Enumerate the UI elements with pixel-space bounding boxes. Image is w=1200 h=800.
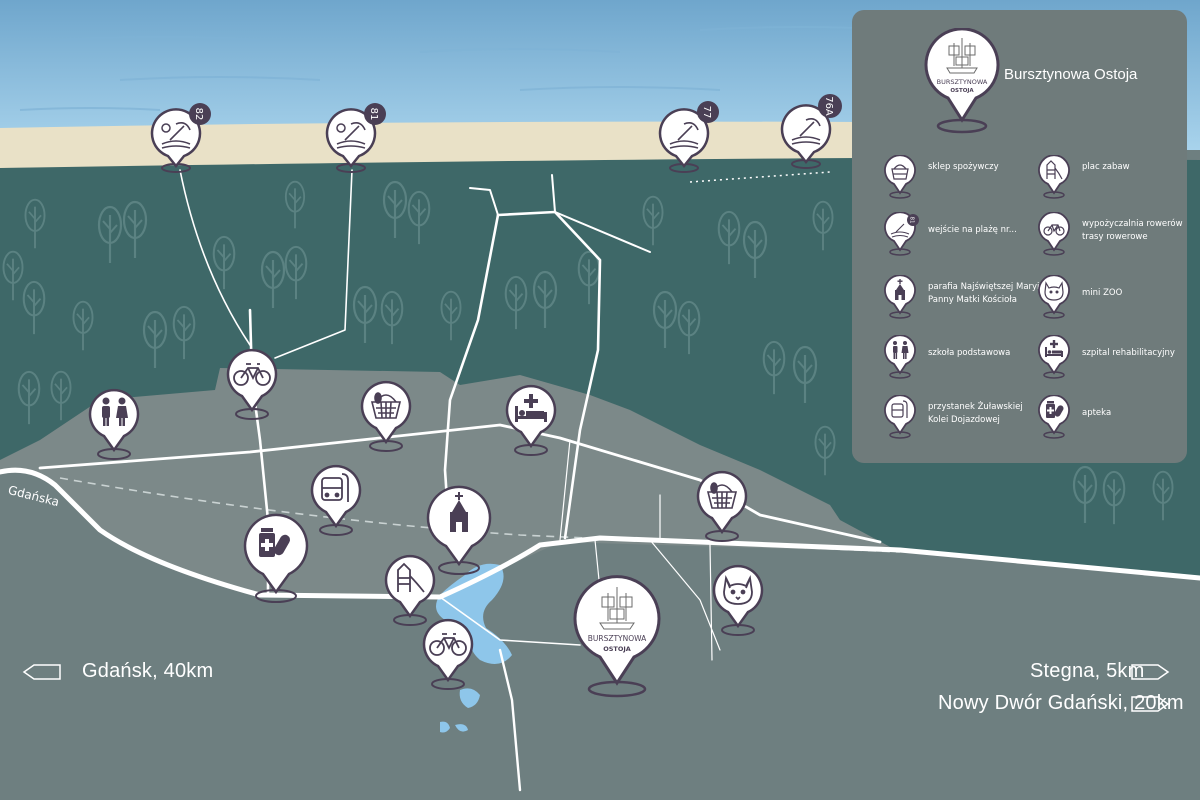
legend-item-playground: plac zabaw xyxy=(1038,155,1198,205)
sea-waves xyxy=(19,26,901,111)
mini-zoo-pin[interactable] xyxy=(712,562,764,638)
beach-entrance-number: 77 xyxy=(701,106,712,119)
legend-item-bicycle: wypożyczalnia rowerów trasy rowerowe xyxy=(1038,212,1198,262)
arrow-right-icon xyxy=(1131,696,1170,712)
legend-item-hospital: szpital rehabilitacyjny xyxy=(1038,335,1198,385)
school-pin[interactable] xyxy=(88,386,140,462)
direction-gdansk: Gdańsk, 40km xyxy=(82,660,214,682)
beach-entrance-number: 81 xyxy=(368,108,379,121)
bicycle-rental-pin[interactable] xyxy=(226,346,278,422)
beach-entrance-icon: 81 xyxy=(884,212,919,256)
pharmacy-icon xyxy=(1038,395,1070,439)
logo-text-top: BURSZTYNOWA xyxy=(588,634,647,643)
beach-entrance-pin[interactable]: 77 xyxy=(658,96,722,176)
school-icon xyxy=(884,335,916,379)
playground-pin[interactable] xyxy=(384,552,436,628)
direction-nowy-dwor: Nowy Dwór Gdański, 20km xyxy=(938,692,1184,714)
bursztynowa-ostoja-pin[interactable]: BURSZTYNOWA OSTOJA xyxy=(572,575,662,701)
ship-icon xyxy=(599,587,635,630)
hospital-pin[interactable] xyxy=(505,382,557,458)
beach-entrance-number: 82 xyxy=(193,108,204,121)
legend-title: Bursztynowa Ostoja xyxy=(1004,66,1138,83)
bus-icon xyxy=(321,473,349,502)
playground-icon xyxy=(1038,155,1070,199)
beach-entrance-pin[interactable]: 76A xyxy=(780,90,844,172)
direction-stegna: Stegna, 5km xyxy=(1030,660,1145,682)
arrow-right-icon xyxy=(1131,664,1170,680)
hospital-bed-icon xyxy=(515,394,547,422)
bicycle-rental-pin[interactable] xyxy=(422,616,474,692)
church-icon xyxy=(884,275,916,319)
beach-entrance-number: 76A xyxy=(823,96,834,116)
beach-entrance-pin[interactable]: 82 xyxy=(150,100,214,176)
brand-logo: BURSZTYNOWA OSTOJA xyxy=(924,28,1000,134)
grocery-pin[interactable] xyxy=(360,378,412,454)
church-icon xyxy=(450,492,468,532)
basket-icon xyxy=(884,155,916,199)
bus-stop-pin[interactable] xyxy=(310,462,362,538)
bicycle-icon xyxy=(429,633,467,656)
cat-icon xyxy=(1038,275,1070,319)
svg-text:81: 81 xyxy=(909,217,915,224)
svg-text:OSTOJA: OSTOJA xyxy=(950,88,974,94)
beach-sand xyxy=(0,121,860,168)
legend-item-mini-zoo: mini ZOO xyxy=(1038,275,1198,325)
logo-text-bottom: OSTOJA xyxy=(603,645,631,653)
bus-icon xyxy=(884,395,916,439)
playground-icon xyxy=(397,562,425,593)
beach-entrance-pin[interactable]: 81 xyxy=(325,100,389,176)
legend-item-school: szkoła podstawowa xyxy=(884,335,1044,385)
legend-item-pharmacy: apteka xyxy=(1038,395,1198,445)
pharmacy-icon xyxy=(259,528,290,557)
bicycle-icon xyxy=(233,363,271,386)
legend-panel: BURSZTYNOWA OSTOJA Bursztynowa Ostoja sk… xyxy=(852,10,1187,463)
svg-text:BURSZTYNOWA: BURSZTYNOWA xyxy=(937,78,988,86)
pharmacy-pin[interactable] xyxy=(243,510,309,606)
bicycle-icon xyxy=(1038,212,1070,256)
legend-item-church: parafia Najświętszej Maryi Panny Matki K… xyxy=(884,275,1044,325)
grocery-pin[interactable] xyxy=(696,468,748,544)
legend-item-bus-stop: przystanek Żuławskiej Kolei Dojazdowej xyxy=(884,395,1044,445)
arrow-left-icon xyxy=(22,664,61,680)
hospital-bed-icon xyxy=(1038,335,1070,379)
school-icon xyxy=(102,397,128,426)
church-pin[interactable] xyxy=(424,482,494,578)
basket-icon xyxy=(370,392,402,419)
basket-icon xyxy=(706,482,738,509)
legend-item-beach-entrance: 81 wejście na plażę nr... xyxy=(884,212,1044,262)
cat-icon xyxy=(723,575,753,605)
legend-item-grocery: sklep spożywczy xyxy=(884,155,1044,205)
